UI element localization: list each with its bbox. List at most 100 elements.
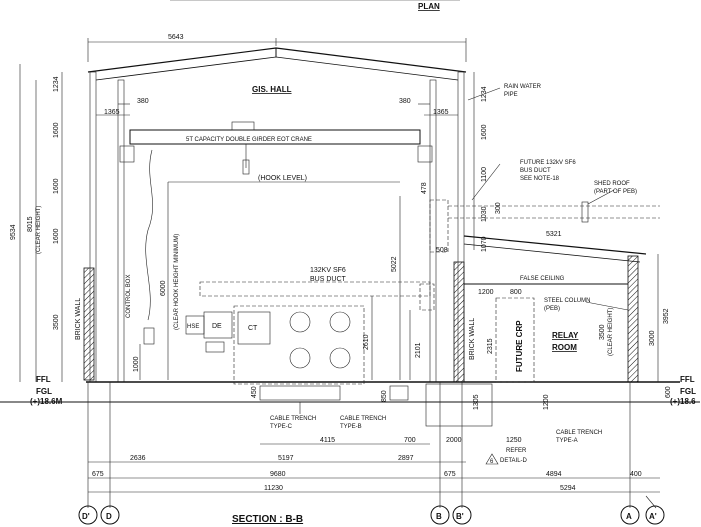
dim-row-2: 2636 5197 2897 xyxy=(88,455,466,463)
dim-11230: 11230 xyxy=(264,485,283,492)
dim-675-left: 675 xyxy=(92,471,104,478)
dim-1000: 1000 xyxy=(133,356,140,372)
trench-c-2: TYPE-C xyxy=(270,424,293,430)
gis-breaker-2 xyxy=(329,311,351,333)
rain-water-2: PIPE xyxy=(504,92,518,98)
dim-2315: 2315 xyxy=(487,338,494,354)
future-cp-label: FUTURE CRP xyxy=(515,320,524,372)
dim-row-3: 675 9680 675 4894 400 xyxy=(88,471,660,479)
steel-column-1: STEEL COLUMN xyxy=(544,298,590,304)
control-box xyxy=(143,327,155,345)
refer-2: DETAIL-D xyxy=(500,458,528,464)
svg-text:B': B' xyxy=(456,512,464,521)
dim-1200-trench: 1200 xyxy=(543,394,550,410)
dim-675-right: 675 xyxy=(444,471,456,478)
trench-b xyxy=(389,385,409,401)
dim-300: 300 xyxy=(495,202,502,214)
column-left-inner xyxy=(117,79,125,383)
dim-4115: 4115 xyxy=(320,437,335,444)
dim-1100: 1100 xyxy=(481,167,488,182)
grid-bubble-d: D xyxy=(100,505,120,525)
svg-text:B: B xyxy=(436,512,442,521)
shed-roof-1: SHED ROOF xyxy=(594,181,630,187)
ffl-right: FFL xyxy=(680,375,695,384)
brick-wall-right-label: BRICK WALL xyxy=(469,318,476,360)
dim-1200-top: 1200 xyxy=(478,289,494,296)
crane-end-right xyxy=(417,145,433,163)
trench-a-1: CABLE TRENCH xyxy=(556,430,602,436)
dim-9534: 9534 xyxy=(10,224,17,240)
crane-label: 5T CAPACITY DOUBLE GIRDER EOT CRANE xyxy=(186,137,312,143)
crane-girder xyxy=(129,129,421,145)
shed-roof-leader xyxy=(587,189,615,205)
column-right-inner xyxy=(429,79,437,383)
dim-1600-b: 1600 xyxy=(53,178,60,194)
crane-end-left xyxy=(119,145,135,163)
dim-1234-right: 1234 xyxy=(481,86,488,102)
clear-hook-height-label: (CLEAR HOOK HEIGHT MINIMUM) xyxy=(174,234,180,330)
future-duct-leader xyxy=(471,163,501,201)
brick-wall-left xyxy=(83,267,95,381)
dim-8015: 8015 xyxy=(27,216,34,232)
dim-850: 850 xyxy=(381,390,388,402)
dim-3952: 3952 xyxy=(663,308,670,324)
fgl-right-val: (+)18.6 xyxy=(670,397,696,406)
future-duct-2: BUS DUCT xyxy=(520,168,551,174)
hse-label: HSE xyxy=(187,324,199,330)
dim-3500-right: 3500 xyxy=(599,324,606,340)
brick-wall-right xyxy=(453,261,465,383)
dim-1305: 1305 xyxy=(473,394,480,410)
gis-main-frame xyxy=(233,305,365,385)
future-duct-block xyxy=(429,199,449,253)
clear-height-left: (CLEAR HEIGHT) xyxy=(36,206,42,254)
dim-1600-d: 1600 xyxy=(481,124,488,140)
gis-ct-block xyxy=(237,311,271,345)
roof-outer xyxy=(87,47,467,73)
dim-row-4: 11230 5294 xyxy=(88,485,660,493)
hook-block xyxy=(242,159,250,175)
dim-508: 508 xyxy=(436,247,448,254)
steel-column-right xyxy=(627,255,639,383)
dim-3000: 3000 xyxy=(649,330,656,346)
dim-1600-c: 1600 xyxy=(53,228,60,244)
dim-450: 450 xyxy=(251,386,258,398)
dim-800: 800 xyxy=(510,289,522,296)
future-duct-flange xyxy=(581,201,589,223)
crane-trolley xyxy=(231,121,255,131)
hook-level-label: (HOOK LEVEL) xyxy=(258,175,307,182)
steel-column-2: (PEB) xyxy=(544,306,560,312)
dim-5294: 5294 xyxy=(560,485,576,492)
dim-380-right: 380 xyxy=(399,98,411,105)
fgl-right: FGL xyxy=(680,387,696,396)
gis-equipment: DE CT HSE xyxy=(185,281,431,385)
dim-380-left: 380 xyxy=(137,98,149,105)
svg-text:D': D' xyxy=(82,512,90,521)
dim-row-1: 4115 700 2000 1250 xyxy=(260,437,522,445)
gis-hall-label: GIS. HALL xyxy=(252,85,292,94)
dim-4894: 4894 xyxy=(546,471,562,478)
dim-2636: 2636 xyxy=(130,455,146,462)
dim-5022: 5022 xyxy=(391,256,398,272)
grid-bubble-a: A xyxy=(620,505,640,525)
ct-label: CT xyxy=(248,325,258,332)
relay-room-1: RELAY xyxy=(552,331,579,340)
trench-c xyxy=(259,385,341,401)
rain-water-leader xyxy=(467,87,501,101)
future-duct-3: SEE NOTE-18 xyxy=(520,176,560,182)
dim-478: 478 xyxy=(421,182,428,194)
dim-1600-a: 1600 xyxy=(53,122,60,138)
dim-1030: 1030 xyxy=(481,206,488,222)
refer-triangle xyxy=(485,453,499,465)
fgl-left: FGL xyxy=(36,387,52,396)
bus-duct-right xyxy=(419,283,435,311)
shed-roof-inner xyxy=(463,243,641,263)
grid-bubble-b: B xyxy=(430,505,450,525)
trench-a xyxy=(425,383,493,427)
rain-water-1: RAIN WATER xyxy=(504,84,542,90)
ffl-left: FFL xyxy=(36,375,51,384)
gis-breaker-1 xyxy=(289,311,311,333)
shed-roof xyxy=(463,235,647,255)
gis-breaker-4 xyxy=(329,347,351,369)
grid-bubble-dprime: D' xyxy=(78,505,98,525)
